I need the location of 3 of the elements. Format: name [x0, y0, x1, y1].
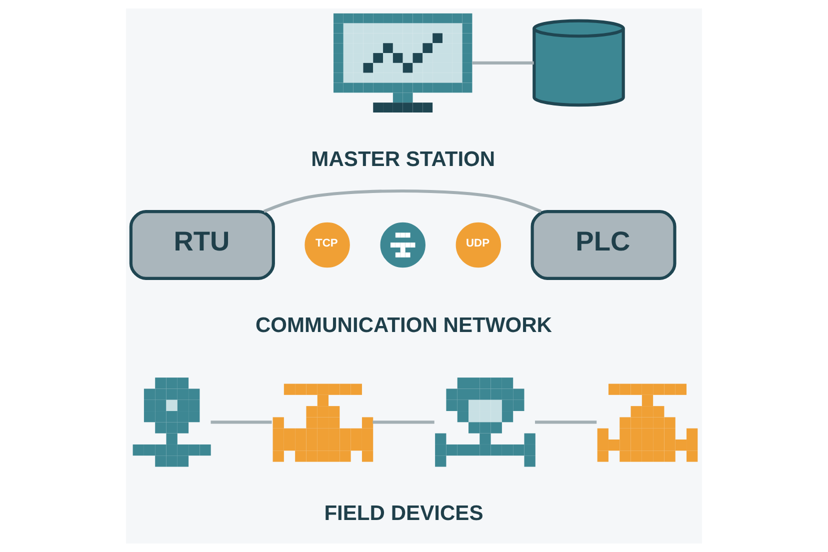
label: FIELD DEVICES: [324, 502, 484, 526]
label: MASTER STATION: [311, 148, 496, 171]
label: COMMUNICATION NETWORK: [255, 314, 552, 337]
